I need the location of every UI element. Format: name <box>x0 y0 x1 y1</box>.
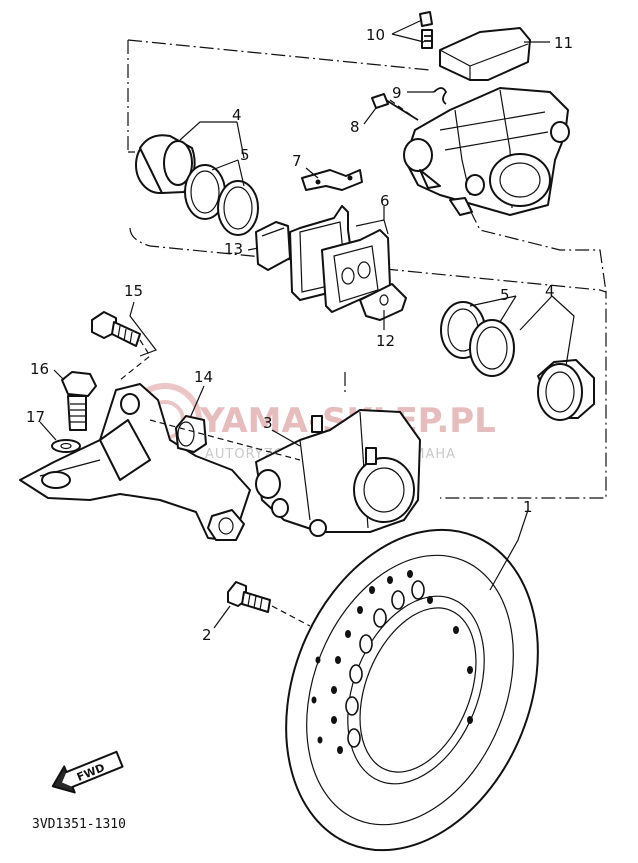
callout-8: 8 <box>350 118 360 136</box>
callout-15: 15 <box>124 282 143 300</box>
callout-9: 9 <box>392 84 402 102</box>
callout-5-upper: 5 <box>240 146 250 164</box>
callout-4-lower: 4 <box>545 282 555 300</box>
pad-spring <box>301 169 363 191</box>
callout-4-upper: 4 <box>232 106 242 124</box>
assembly-group-frame <box>127 39 607 499</box>
caliper-body-upper <box>403 87 570 216</box>
bleed-screw <box>419 11 433 49</box>
pad-shim-right <box>359 283 407 321</box>
seal-lower <box>440 301 515 377</box>
pin-clip <box>433 87 448 105</box>
washer <box>51 439 81 453</box>
caliper-bracket <box>19 383 251 541</box>
callout-10: 10 <box>366 26 385 44</box>
brake-disc <box>285 528 539 852</box>
callout-12: 12 <box>376 332 395 350</box>
bracket-bolt-upper <box>91 311 141 347</box>
callout-11: 11 <box>554 34 573 52</box>
seal-upper <box>184 164 259 236</box>
piston-upper <box>135 134 196 194</box>
callout-5-lower: 5 <box>500 286 510 304</box>
callout-13: 13 <box>224 240 243 258</box>
pad-pin <box>371 93 419 121</box>
fwd-arrow: FWD <box>51 750 124 794</box>
callout-7: 7 <box>292 152 302 170</box>
callout-3: 3 <box>263 414 273 432</box>
bracket-sleeve <box>175 415 207 453</box>
callout-17: 17 <box>26 408 45 426</box>
diagram-code: 3VD1351-1310 <box>32 817 126 832</box>
pad-shim-left <box>255 221 291 271</box>
callouts: 1 2 3 4 4 5 5 6 7 8 9 10 11 12 13 14 15 … <box>26 26 573 644</box>
piston-lower <box>537 359 595 421</box>
caliper-cover <box>439 27 531 81</box>
callout-16: 16 <box>30 360 49 378</box>
callout-1: 1 <box>523 498 533 516</box>
callout-2: 2 <box>202 626 212 644</box>
disc-bolt <box>227 581 271 613</box>
callout-6: 6 <box>380 192 390 210</box>
caliper-assembly <box>255 409 421 537</box>
bracket-bolt-lower <box>61 371 97 431</box>
leader-lines <box>39 19 575 629</box>
callout-14: 14 <box>194 368 213 386</box>
